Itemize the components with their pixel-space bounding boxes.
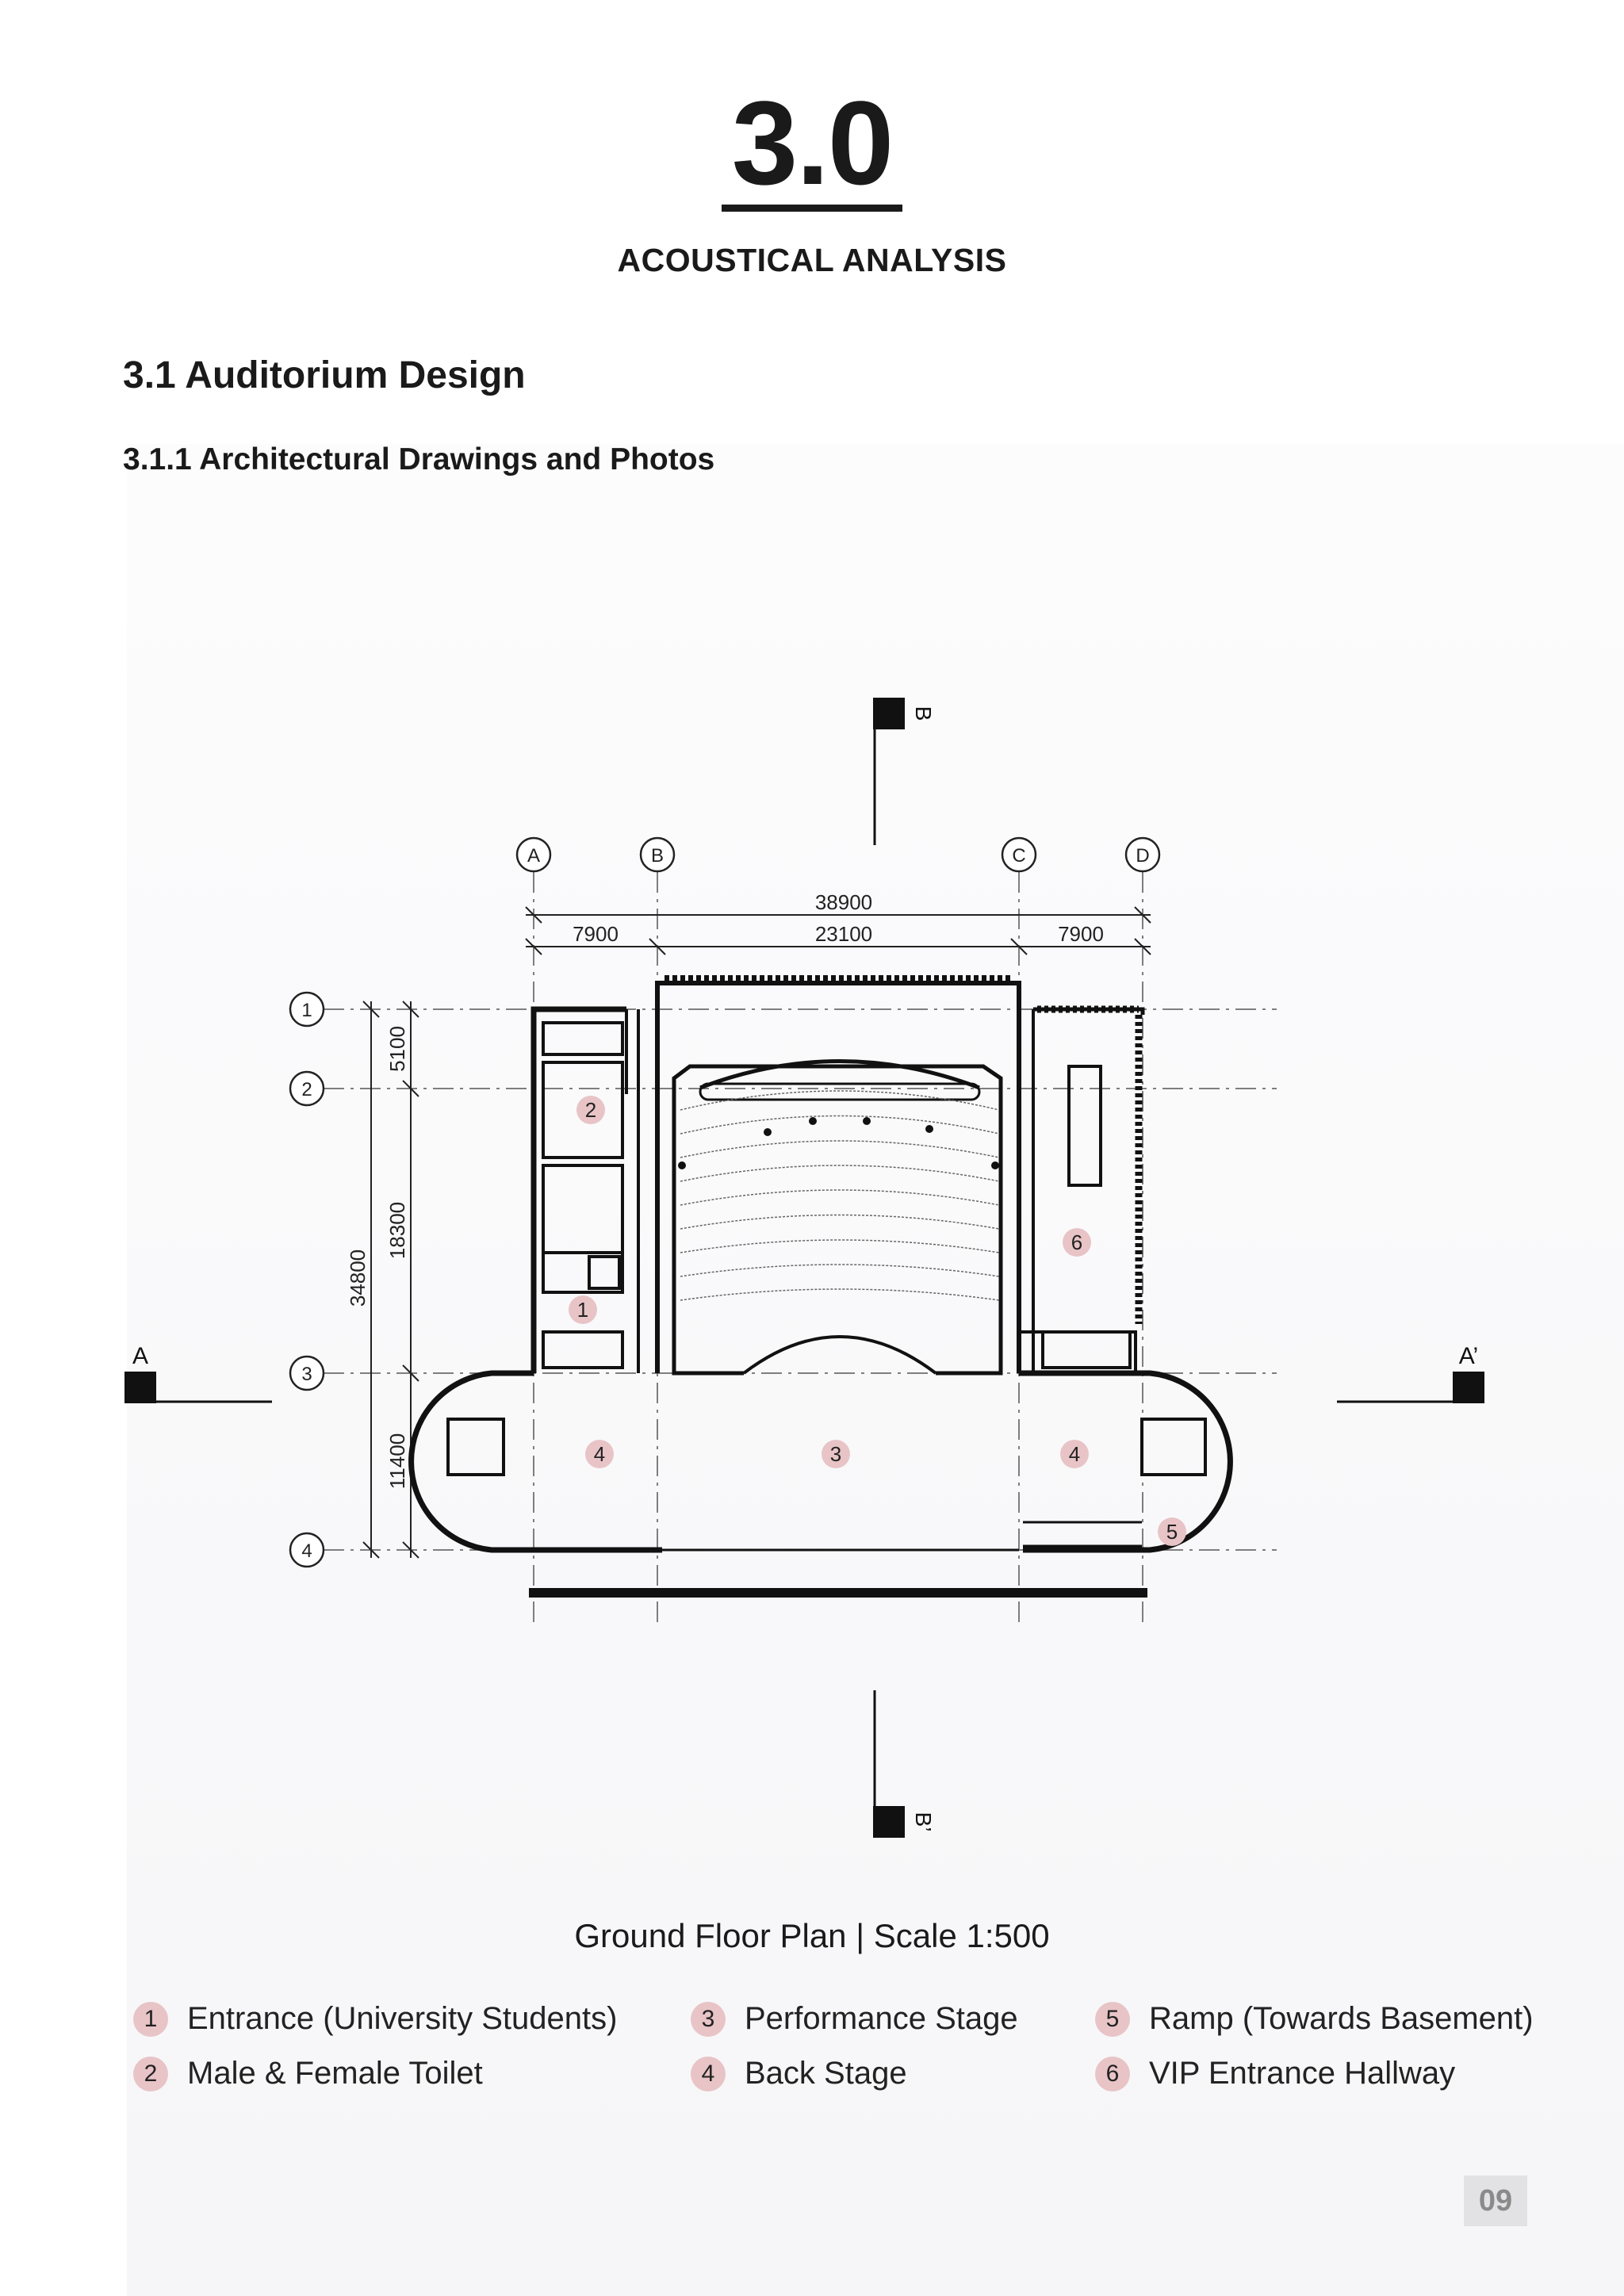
legend-label: Male & Female Toilet [187,2056,483,2091]
chapter-title: ACOUSTICAL ANALYSIS [617,242,1007,278]
dim-width-center: 23100 [815,922,872,946]
section-marker-a: A [124,1343,272,1403]
grid-label-1: 1 [301,1000,312,1021]
dim-width-right: 7900 [1058,922,1104,946]
section-marker-b-prime: B’ [873,1690,936,1838]
room-tag-5: 5 [1166,1520,1178,1544]
room-tag-3: 3 [830,1442,841,1466]
legend-label: Ramp (Towards Basement) [1149,2001,1534,2036]
section-title: 3.1 Auditorium Design [123,354,526,396]
legend-badge: 2 [133,2056,168,2091]
subsection-title: 3.1.1 Architectural Drawings and Photos [123,442,715,476]
legend-item: 4 Back Stage [691,2056,907,2091]
section-marker-b: B [873,698,936,845]
interior-partitions [446,1021,1207,1548]
legend-label: Entrance (University Students) [187,2001,618,2036]
dim-width-left: 7900 [573,922,619,946]
room-tag-4-left: 4 [594,1442,605,1466]
section-marker-a-prime: A’ [1337,1343,1484,1403]
legend-item: 2 Male & Female Toilet [133,2056,483,2091]
legend-label: Performance Stage [745,2001,1018,2036]
legend-label: Back Stage [745,2056,907,2091]
grid-label-c: C [1012,845,1025,867]
legend-badge: 4 [691,2056,726,2091]
legend-badge: 6 [1095,2056,1130,2091]
seating-rows [680,1090,1000,1301]
legend-item: 1 Entrance (University Students) [133,2001,617,2037]
section-label-a-prime: A’ [1459,1343,1478,1369]
dim-depth-3: 11400 [385,1433,409,1489]
section-label-b-prime: B’ [911,1812,936,1832]
grid-label-4: 4 [301,1540,312,1562]
dim-total-width: 38900 [815,890,872,914]
dim-depth-2: 18300 [385,1202,409,1259]
section-label-a: A [132,1343,148,1369]
dimension-lines [362,906,1151,1559]
grid-label-b: B [651,845,664,867]
column-dots [678,1117,999,1169]
grid-label-2: 2 [301,1079,312,1100]
room-tag-6: 6 [1071,1230,1082,1254]
legend-badge: 3 [691,2001,726,2037]
legend-badge: 5 [1095,2001,1130,2037]
plan-caption: Ground Floor Plan | Scale 1:500 [574,1917,1050,1954]
legend-badge: 1 [133,2001,168,2037]
legend-item: 3 Performance Stage [691,2001,1018,2037]
grid-bubbles [289,836,1161,1568]
room-tags: 1 2 3 4 4 5 6 [569,1096,1186,1546]
chapter-underline [722,205,902,212]
section-label-b: B [911,706,936,721]
building-walls [408,975,1233,1598]
dim-depth-1: 5100 [385,1026,409,1072]
dim-total-depth: 34800 [346,1249,370,1307]
page-number: 09 [1464,2175,1527,2226]
grid-label-d: D [1136,845,1149,867]
room-tag-4-right: 4 [1069,1442,1080,1466]
legend-label: VIP Entrance Hallway [1149,2056,1456,2091]
room-tag-2: 2 [585,1098,596,1122]
legend-item: 5 Ramp (Towards Basement) [1095,2001,1534,2037]
grid-label-a: A [527,845,540,867]
room-tag-1: 1 [577,1298,588,1322]
legend-item: 6 VIP Entrance Hallway [1095,2056,1455,2091]
chapter-number: 3.0 [731,76,894,209]
grid-label-3: 3 [301,1364,312,1385]
